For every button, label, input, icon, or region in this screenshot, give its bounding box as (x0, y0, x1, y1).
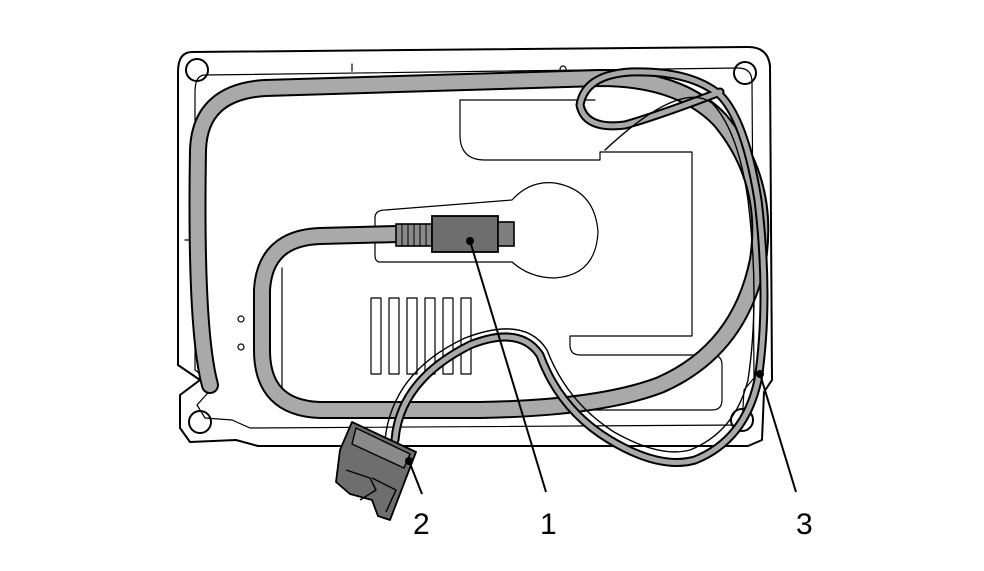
mounting-hole-top-right (733, 61, 757, 85)
sensor-plug-body (431, 215, 499, 253)
vent-slot (388, 297, 400, 375)
callout-1-label: 1 (540, 508, 557, 541)
perimeter-cable-body (190, 71, 768, 417)
callout-3-leader (759, 373, 797, 493)
thin-harness-second-wire (384, 96, 755, 453)
sensor-plug-tip (497, 221, 515, 247)
callouts: 1 2 3 (405, 237, 813, 541)
callout-3-label: 3 (796, 508, 813, 541)
vent-slot (406, 297, 418, 375)
screw-mark (237, 315, 245, 323)
harness-connector (335, 421, 417, 521)
thin-harness (384, 67, 769, 467)
vent-slot (442, 297, 454, 375)
callout-2-label: 2 (413, 508, 430, 541)
thin-harness-body (392, 69, 767, 465)
sensor-plug (395, 215, 515, 253)
callout-2-leader (408, 460, 423, 495)
vent-slot (370, 297, 382, 375)
connector-face-detail (345, 469, 397, 513)
screw-mark (237, 343, 245, 351)
mounting-hole-bottom-right (730, 408, 754, 432)
connector-latch (351, 427, 411, 469)
inner-panel (281, 99, 723, 411)
housing-outer-plate (177, 46, 773, 447)
vent-slots (370, 297, 472, 375)
sensor-plug-ribs (401, 224, 427, 246)
keyhole-recess (374, 182, 599, 279)
housing-inner-rim (194, 67, 755, 429)
perimeter-cable (188, 69, 770, 419)
inner-features (281, 99, 723, 411)
mounting-hole-bottom-left (188, 410, 212, 434)
callout-1-leader (469, 240, 547, 493)
mounting-hole-top-left (185, 58, 209, 82)
